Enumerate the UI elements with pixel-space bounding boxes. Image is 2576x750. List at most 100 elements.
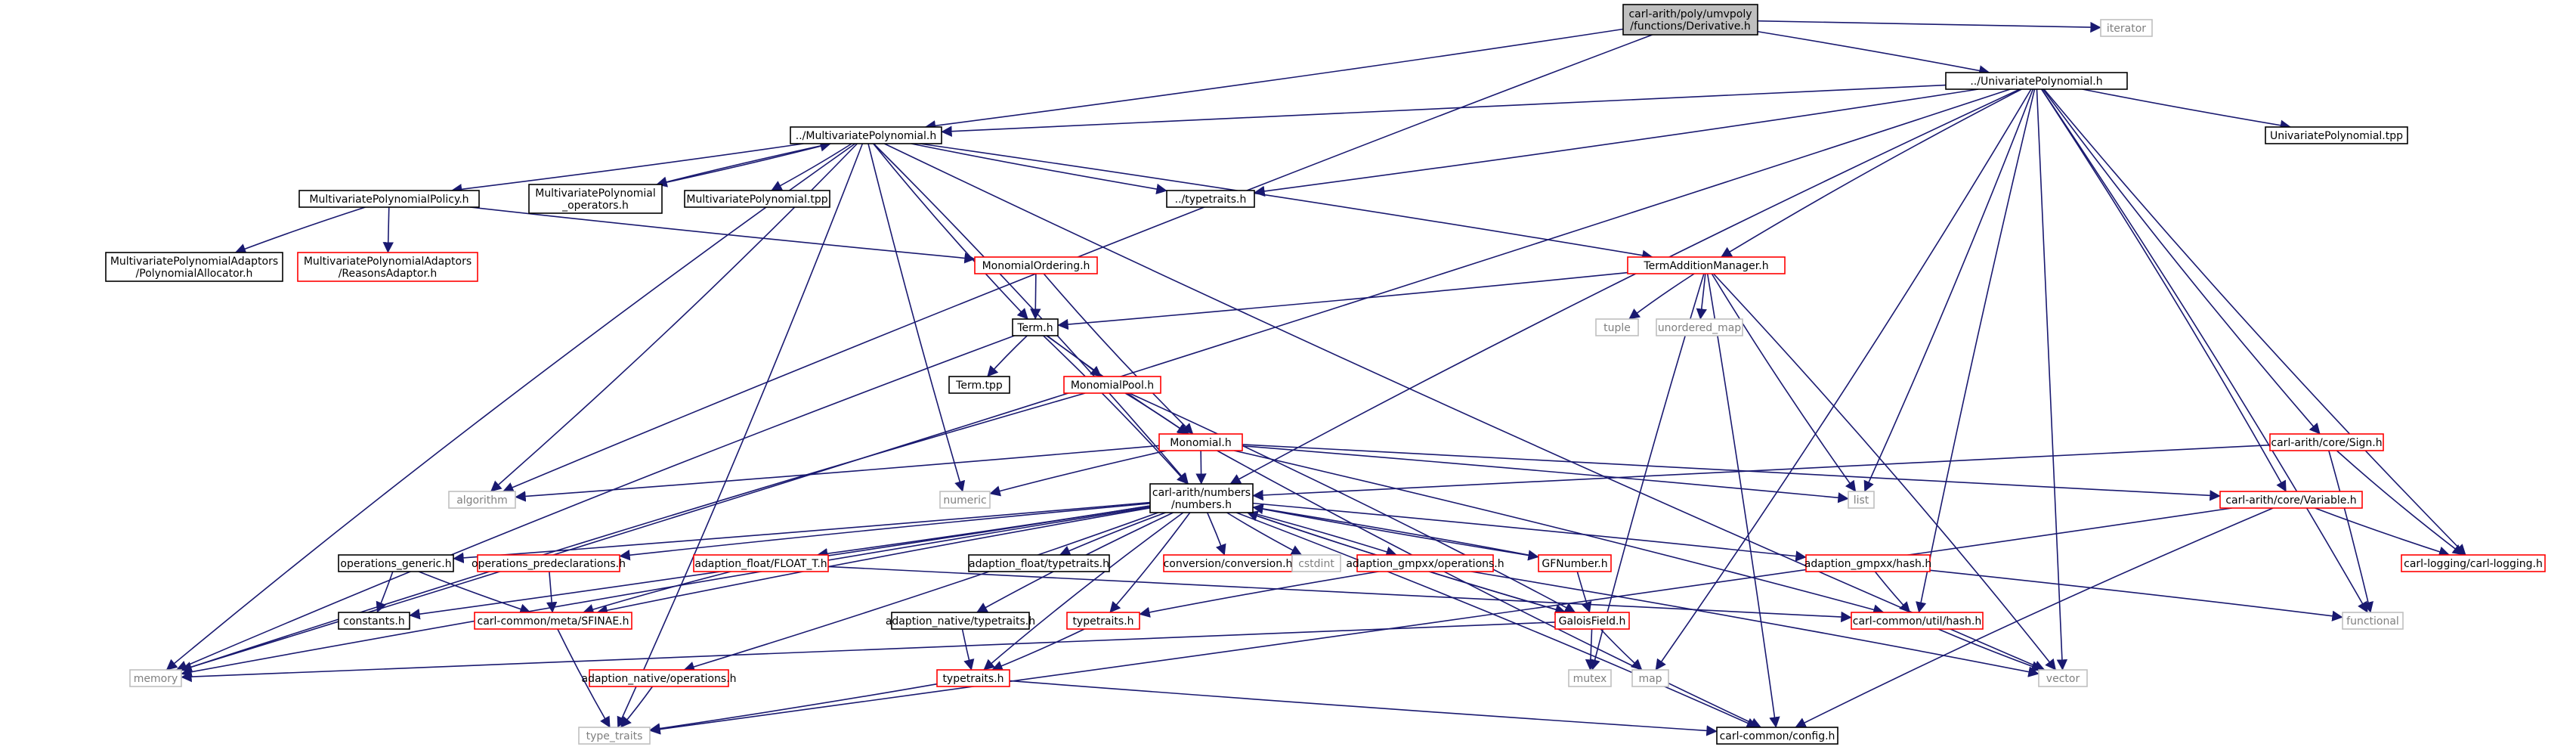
node-label: /PolynomialAllocator.h — [136, 268, 253, 280]
node-native-tt[interactable]: adaption_native/typetraits.h — [886, 612, 1035, 630]
node-label: ../MultivariatePolynomial.h — [796, 130, 936, 142]
node-constants[interactable]: constants.h — [338, 612, 410, 630]
node-box — [1631, 669, 1669, 687]
node-term-tpp[interactable]: Term.tpp — [948, 376, 1010, 394]
node-box — [1554, 612, 1630, 630]
node-label: MultivariatePolynomial.tpp — [686, 194, 827, 206]
node-label: adaption_native/operations.h — [581, 673, 736, 685]
node-gmpxx-ops[interactable]: adaption_gmpxx/operations.h — [1346, 554, 1504, 572]
node-sfinae[interactable]: carl-common/meta/SFINAE.h — [474, 612, 632, 630]
node-box — [477, 554, 620, 572]
node-native-ops[interactable]: adaption_native/operations.h — [581, 669, 737, 687]
node-sign[interactable]: carl-arith/core/Sign.h — [2269, 433, 2384, 451]
node-box — [1166, 190, 1255, 208]
include-edge-numbers-to-config — [1235, 512, 1758, 728]
node-label: carl-arith/numbers — [1152, 487, 1251, 499]
node-mv-ops[interactable]: MultivariatePolynomial_operators.h — [528, 184, 663, 214]
node-label: cstdint — [1298, 558, 1334, 570]
node-univariate[interactable]: ../UnivariatePolynomial.h — [1945, 72, 2128, 90]
node-galois[interactable]: GaloisField.h — [1554, 612, 1630, 630]
include-edge-termadd-to-vector — [1712, 273, 2057, 671]
node-label: adaption_native/typetraits.h — [886, 615, 1035, 628]
include-edge-root-to-iterator — [1757, 20, 2101, 33]
node-map: map — [1631, 669, 1669, 687]
include-edge-numbers-to-cstdint — [1226, 512, 1303, 556]
include-edge-monomial-to-numeric — [989, 450, 1167, 497]
node-monpool[interactable]: MonomialPool.h — [1063, 376, 1161, 394]
node-logging[interactable]: carl-logging/carl-logging.h — [2401, 554, 2546, 572]
node-term[interactable]: Term.h — [1012, 318, 1059, 336]
node-box — [1848, 491, 1875, 509]
node-box — [2269, 433, 2384, 451]
node-conversion[interactable]: conversion/conversion.h — [1163, 554, 1293, 572]
include-edge-univariate-to-univ_tpp — [2082, 88, 2292, 131]
node-label: carl-common/config.h — [1720, 730, 1835, 742]
include-edge-native_ops-to-type_traits — [620, 686, 654, 728]
node-box — [297, 252, 478, 282]
include-edge-univariate-to-typetraits_rel — [1254, 88, 1979, 197]
node-gfnumber[interactable]: GFNumber.h — [1538, 554, 1612, 572]
node-polyalloc[interactable]: MultivariatePolynomialAdaptors/Polynomia… — [105, 252, 283, 282]
node-root[interactable]: carl-arith/poly/umvpoly/functions/Deriva… — [1622, 4, 1758, 36]
node-label: carl-logging/carl-logging.h — [2404, 558, 2543, 570]
include-edge-multivariate-to-typetraits_rel — [911, 143, 1167, 195]
include-edge-gmpxx_ops-to-vector — [1470, 571, 2039, 677]
node-mvpolicy[interactable]: MultivariatePolynomialPolicy.h — [298, 190, 480, 208]
node-float-t[interactable]: adaption_float/FLOAT_T.h — [693, 554, 829, 572]
include-edge-multivariate-to-type_traits — [617, 143, 864, 728]
node-box — [1149, 483, 1254, 513]
node-numbers[interactable]: carl-arith/numbers/numbers.h — [1149, 483, 1254, 513]
node-typetraits-red[interactable]: typetraits.h — [1066, 612, 1140, 630]
include-edge-galois-to-memory — [181, 621, 1556, 683]
node-ops-generic[interactable]: operations_generic.h — [338, 554, 454, 572]
node-typetraits-rel[interactable]: ../typetraits.h — [1166, 190, 1255, 208]
node-label: Term.tpp — [955, 380, 1003, 392]
node-tuple: tuple — [1595, 318, 1639, 336]
node-list: list — [1848, 491, 1875, 509]
include-edge-variable-to-config — [1795, 507, 2274, 728]
include-edge-univariate-to-common_hash — [1916, 88, 2036, 613]
node-label: MultivariatePolynomialAdaptors — [110, 256, 278, 268]
include-edge-term-to-term_tpp — [987, 335, 1028, 377]
node-label: carl-arith/core/Variable.h — [2225, 494, 2356, 507]
node-common-hash[interactable]: carl-common/util/hash.h — [1851, 612, 1984, 630]
include-edge-termadd-to-term — [1057, 271, 1628, 330]
node-box — [298, 190, 480, 208]
node-label: typetraits.h — [1072, 615, 1133, 628]
node-box — [2265, 126, 2408, 144]
node-box — [2100, 19, 2153, 37]
node-box — [338, 554, 454, 572]
node-box — [1595, 318, 1639, 336]
node-label: constants.h — [343, 615, 404, 628]
node-label: adaption_float/FLOAT_T.h — [694, 558, 827, 570]
include-edge-numbers-to-conversion — [1206, 512, 1226, 556]
node-monordering[interactable]: MonomialOrdering.h — [974, 256, 1098, 274]
node-reasons[interactable]: MultivariatePolynomialAdaptors/ReasonsAd… — [297, 252, 478, 282]
node-monomial[interactable]: Monomial.h — [1158, 433, 1243, 451]
include-edge-numbers-to-gmpxx_ops — [1251, 512, 1397, 557]
node-label: memory — [134, 673, 178, 685]
node-label: adaption_gmpxx/operations.h — [1346, 558, 1504, 570]
include-edge-multivariate-to-mv_tpp — [771, 143, 852, 191]
node-label: operations_generic.h — [340, 558, 451, 570]
include-edge-univariate-to-map — [1655, 88, 2032, 671]
node-box — [528, 184, 663, 214]
node-config[interactable]: carl-common/config.h — [1716, 727, 1838, 745]
node-termadd[interactable]: TermAdditionManager.h — [1627, 256, 1786, 274]
include-edge-monomial-to-algorithm — [515, 445, 1160, 502]
node-box — [1063, 376, 1161, 394]
node-variable[interactable]: carl-arith/core/Variable.h — [2219, 491, 2363, 509]
node-multivariate[interactable]: ../MultivariatePolynomial.h — [790, 126, 942, 144]
include-edge-univariate-to-termadd — [1721, 88, 2022, 258]
include-edge-term-to-memory — [175, 335, 1015, 671]
node-ops-predecl[interactable]: operations_predeclarations.h — [472, 554, 626, 572]
node-mv-tpp[interactable]: MultivariatePolynomial.tpp — [684, 190, 830, 208]
node-gmpxx-hash[interactable]: adaption_gmpxx/hash.h — [1804, 554, 1931, 572]
node-box — [1356, 554, 1494, 572]
node-typetraits2[interactable]: typetraits.h — [936, 669, 1010, 687]
node-univ-tpp[interactable]: UnivariatePolynomial.tpp — [2265, 126, 2408, 144]
include-edge-native_tt-to-typetraits2 — [961, 628, 975, 671]
node-box — [974, 256, 1098, 274]
node-float-tt[interactable]: adaption_float/typetraits.h — [968, 554, 1110, 572]
node-label: adaption_float/typetraits.h — [969, 558, 1109, 570]
